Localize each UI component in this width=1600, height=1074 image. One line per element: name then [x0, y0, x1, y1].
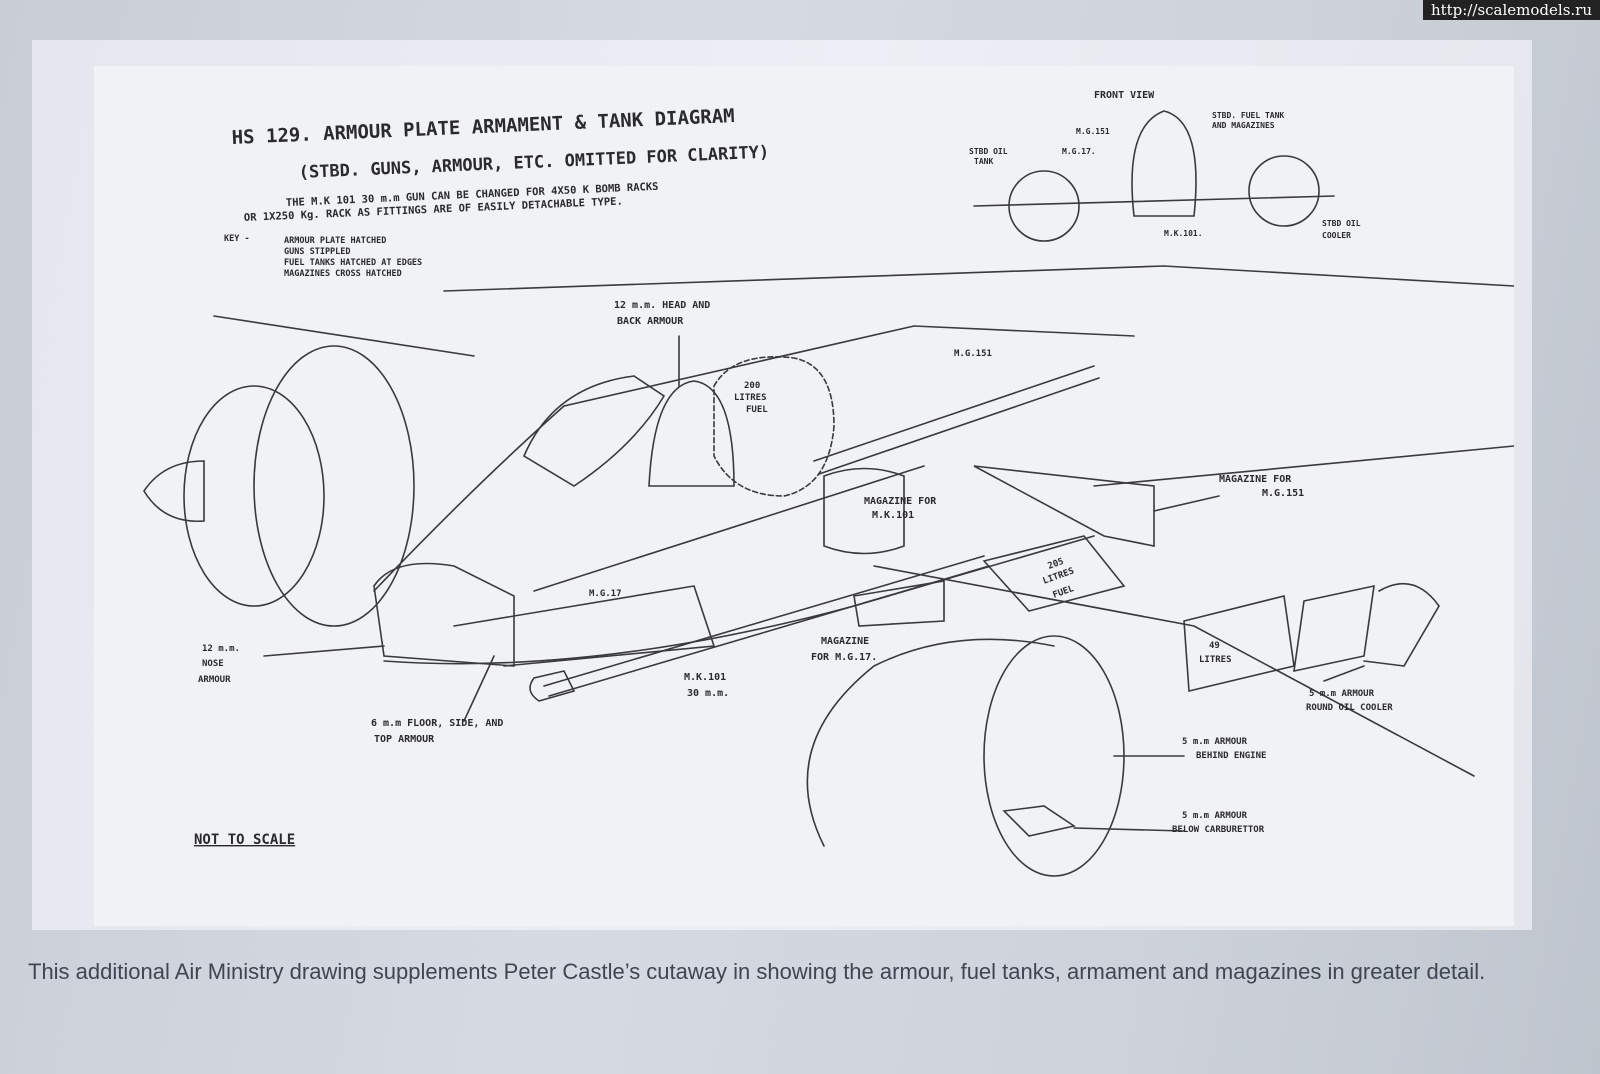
front-view-wheel-right [1248, 155, 1320, 227]
diagram-subtitle: (STBD. GUNS, ARMOUR, ETC. OMITTED FOR CL… [298, 142, 769, 183]
label-nose-armour-1: 12 m.m. [202, 644, 240, 654]
oil-cooler-armour [1293, 584, 1375, 673]
nose-armour-box [373, 562, 515, 667]
label-fuel200-1: 200 [744, 381, 760, 391]
key-line-guns: GUNS STIPPLED [284, 247, 351, 257]
wheel-fairing [806, 638, 1055, 847]
label-mag-mg151-1: MAGAZINE FOR [1219, 474, 1292, 485]
label-fuel205-3: FUEL [1052, 584, 1076, 601]
label-head-armour-1: 12 m.m. HEAD AND [614, 300, 710, 311]
wing-root-line [213, 315, 475, 357]
outer-wing [1093, 445, 1514, 487]
label-mg151: M.G.151 [954, 349, 992, 359]
engine-cowl [253, 345, 415, 627]
fuel-tank-49 [1183, 595, 1295, 692]
front-view-stbd-oil-tank-2: TANK [974, 157, 993, 166]
engine-rear-armour [983, 635, 1125, 877]
front-view-wing [973, 195, 1335, 207]
label-fuel49-1: 49 [1209, 641, 1220, 651]
wing-leading-edge [873, 565, 1475, 777]
magazine-mk101 [823, 467, 905, 555]
propeller-disc [183, 385, 325, 607]
leader-floor [463, 655, 495, 722]
front-view-stbd-fuel-1: STBD. FUEL TANK [1212, 111, 1284, 120]
label-mag-mg151-2: M.G.151 [1262, 488, 1304, 499]
fuel-tank-205 [982, 535, 1126, 612]
diagram-sheet: HS 129. ARMOUR PLATE ARMAMENT & TANK DIA… [94, 66, 1514, 926]
label-nose-armour-2: NOSE [202, 659, 224, 669]
label-fuel200-3: FUEL [746, 405, 768, 415]
oil-cooler-armour-2 [1363, 582, 1440, 667]
label-mk101-1: M.K.101 [684, 672, 726, 683]
key-line-fuel: FUEL TANKS HATCHED AT EDGES [284, 258, 422, 268]
watermark[interactable]: http://scalemodels.ru [1422, 0, 1600, 20]
leader-oil-cooler [1323, 665, 1365, 682]
magazine-mg151 [973, 465, 1155, 547]
label-fuel200-2: LITRES [734, 393, 767, 403]
fuselage-top [373, 325, 1135, 592]
head-armour [648, 380, 735, 487]
key-line-armour: ARMOUR PLATE HATCHED [284, 236, 386, 246]
label-carb-2: BELOW CARBURETTOR [1172, 825, 1265, 835]
label-mag-mg17-2: FOR M.G.17. [811, 652, 877, 663]
label-behind-engine-1: 5 m.m ARMOUR [1182, 737, 1248, 747]
front-view-stbd-oil-cooler-1: STBD OIL [1322, 219, 1361, 228]
label-floor-armour-2: TOP ARMOUR [374, 734, 435, 745]
front-view-fuselage [1131, 110, 1197, 217]
mg151-barrel-2 [818, 377, 1100, 475]
label-mk101-2: 30 m.m. [687, 688, 729, 699]
label-floor-armour-1: 6 m.m FLOOR, SIDE, AND [371, 718, 503, 729]
magazine-mg17 [853, 580, 945, 627]
leader-carb [1073, 827, 1185, 832]
label-not-to-scale: NOT TO SCALE [194, 832, 295, 848]
mk101-barrel-2 [548, 565, 990, 697]
leader-nose [263, 645, 385, 657]
mg17-barrel [533, 465, 925, 592]
canopy [522, 375, 666, 487]
mg151-barrel [813, 365, 1095, 462]
label-fuel49-2: LITRES [1199, 655, 1232, 665]
front-view-stbd-oil-cooler-2: COOLER [1322, 231, 1351, 240]
front-view-stbd-oil-tank-1: STBD OIL [969, 147, 1008, 156]
label-mag-mg17-1: MAGAZINE [821, 636, 869, 647]
front-view-stbd-fuel-2: AND MAGAZINES [1212, 121, 1275, 130]
figure-caption: This additional Air Ministry drawing sup… [28, 959, 1486, 984]
leader-mag-mg151 [1153, 495, 1220, 512]
front-view-mg151: M.G.151 [1076, 127, 1110, 136]
diagram-title: HS 129. ARMOUR PLATE ARMAMENT & TANK DIA… [231, 105, 735, 149]
label-carb-1: 5 m.m ARMOUR [1182, 811, 1248, 821]
label-behind-engine-2: BEHIND ENGINE [1196, 751, 1266, 761]
carb-armour [1002, 805, 1077, 837]
front-view-mg17: M.G.17. [1062, 147, 1096, 156]
armour-diagram: HS 129. ARMOUR PLATE ARMAMENT & TANK DIA… [143, 90, 1514, 877]
label-mag-mk101-1: MAGAZINE FOR [864, 496, 937, 507]
front-view-mk101: M.K.101. [1164, 229, 1203, 238]
front-view-wheel-left [1008, 170, 1080, 242]
label-oil-cooler-1: 5 m.m ARMOUR [1309, 689, 1375, 699]
fuel-tank-200 [713, 356, 835, 497]
mk101-barrel [543, 555, 985, 687]
front-view-title: FRONT VIEW [1094, 90, 1155, 101]
label-mag-mk101-2: M.K.101 [872, 510, 914, 521]
label-oil-cooler-2: ROUND OIL COOLER [1306, 703, 1393, 713]
wing-trailing-edge [443, 265, 1514, 292]
label-head-armour-2: BACK ARMOUR [617, 316, 684, 327]
fuselage-bottom [383, 535, 1095, 665]
floor-armour [453, 585, 716, 667]
key-line-magazines: MAGAZINES CROSS HATCHED [284, 269, 402, 279]
label-mg17: M.G.17 [589, 589, 622, 599]
key-label: KEY - [224, 234, 250, 244]
spinner [143, 460, 205, 523]
label-nose-armour-3: ARMOUR [198, 675, 231, 685]
mk101-muzzle [529, 670, 576, 702]
